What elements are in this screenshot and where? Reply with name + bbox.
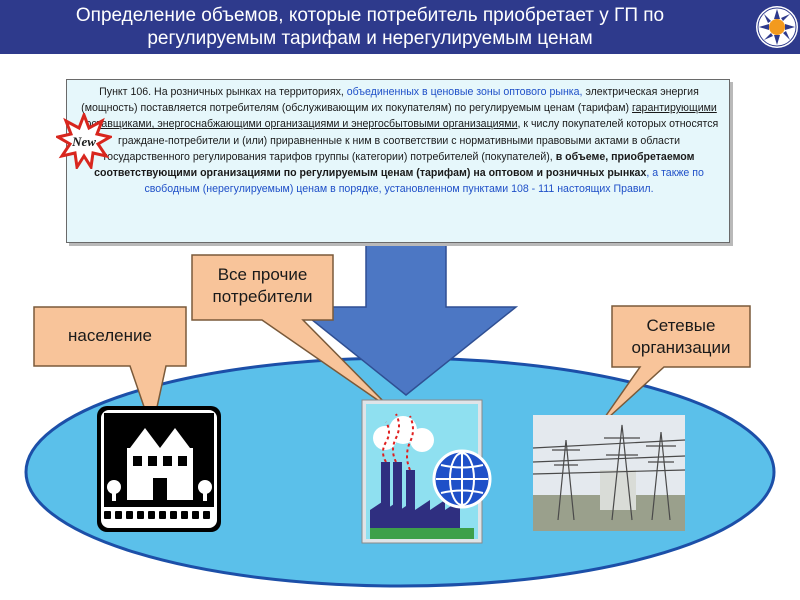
para-part-5: , к числу покупателей которых относятся … [103,118,719,163]
globe-icon [432,449,492,509]
new-badge-icon: New [56,113,112,169]
callout-grid-bubble [597,305,751,428]
down-arrow [293,241,519,396]
callout-grid-line-2: организации [631,338,731,357]
company-logo-icon [756,6,798,48]
para-part-3: электрическая энергия (мощность) поставл… [81,86,699,115]
para-part-2: объединенных в ценовые зоны оптового рын… [346,86,583,98]
para-part-4: гарантирующими поставщиками, энергоснабж… [79,102,717,131]
callout-population: население [34,325,186,347]
callout-grid-line-1: Сетевые [646,316,716,335]
regulation-paragraph: Пункт 106. На розничных рынках на террит… [75,84,723,197]
para-part-7: , а также по свободным (нерегулируемым) … [144,167,704,196]
page-title: Определение объемов, которые потребитель… [20,4,720,50]
callout-grid-organizations: Сетевые организации [612,315,750,359]
new-badge-label: New [71,134,96,149]
callout-others-line-2: потребители [212,287,313,306]
para-part-6: в объеме, приобретаемом соответствующими… [94,150,695,180]
power-line-image [532,415,686,531]
callout-population-bubble [33,306,187,433]
callout-other-consumers: Все прочие потребители [192,264,333,308]
callout-population-label: население [68,326,152,345]
house-icon [97,406,221,532]
regulation-text-box: Пункт 106. На розничных рынках на террит… [66,79,730,243]
header-bar: Определение объемов, которые потребитель… [0,0,800,54]
para-part-1: Пункт 106. На розничных рынках на террит… [99,86,347,98]
factory-icon [361,399,483,544]
title-line-1: Определение объемов, которые потребитель… [75,5,665,26]
callout-others-bubble [191,254,393,411]
title-line-2: регулируемым тарифам и нерегулируемым це… [147,28,593,49]
callout-others-line-1: Все прочие [217,265,308,284]
